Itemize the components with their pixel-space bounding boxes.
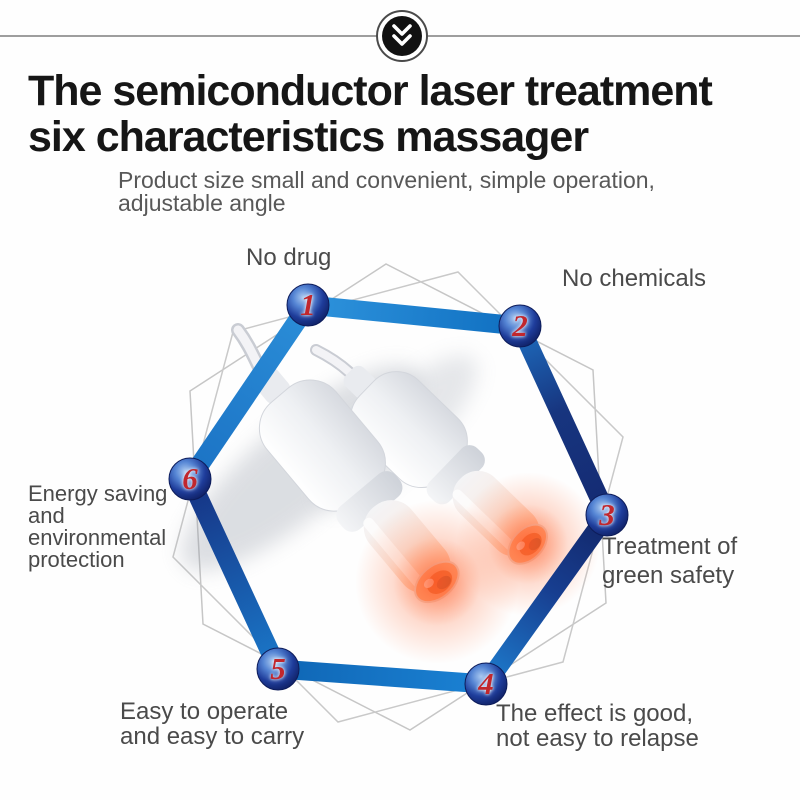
band-2-3 [511,322,616,519]
gray-outline-hexagon-b [172,271,624,723]
band-1-2 [307,295,521,336]
chevron-glyphs [392,24,412,46]
node-number-6: 6 [182,461,198,496]
label-line: and easy to carry [120,723,305,750]
label-line: No chemicals [562,265,707,292]
label-line: Easy to operate [120,698,289,725]
node-label-no-drug: No drug [246,245,331,270]
subtitle-line-1: Product size small and convenient, simpl… [118,167,655,193]
node-label-treatment: Treatment of green safety [602,532,737,590]
product-photo [181,323,600,664]
node-sphere-2 [498,304,542,348]
node-label-no-chemicals: No chemicals [562,266,706,291]
label-line: and [28,503,65,528]
node-spheres [168,283,629,706]
label-line: not easy to relapse [496,725,699,752]
title-line-2: six characteristics massager [28,113,589,161]
hexagon-bands [181,295,616,694]
laser-glow-right [488,504,568,584]
node-number-3: 3 [599,497,615,532]
node-number-5: 5 [270,651,286,686]
node-sphere-3 [585,493,629,537]
page-title: The semiconductor laser treatment six ch… [28,67,713,161]
node-sphere-1 [286,283,330,327]
node-label-effect: The effect is good, not easy to relapse [496,701,699,751]
node-sphere-4 [464,662,508,706]
node-label-energy: Energy saving and environmental protecti… [28,483,167,571]
power-cable [312,346,353,376]
node-label-easy: Easy to operate and easy to carry [120,699,304,749]
node-number-2: 2 [512,308,528,343]
label-line: Treatment of [602,533,738,560]
label-line: No drug [246,244,332,271]
band-6-1 [182,299,316,485]
gray-outline-hexagon-a [189,263,607,731]
band-4-5 [277,659,487,694]
subtitle: Product size small and convenient, simpl… [118,169,655,215]
double-chevron-down-icon [376,10,428,62]
label-line: Energy saving [28,481,168,506]
band-3-4 [478,509,615,690]
icon-disc [382,16,422,56]
node-number-4: 4 [478,666,494,701]
subtitle-line-2: adjustable angle [118,190,286,216]
node-sphere-6 [168,457,212,501]
label-line: green safety [602,562,735,589]
node-sphere-5 [256,647,300,691]
band-5-6 [181,475,287,673]
node-number-1: 1 [300,287,316,322]
label-line: environmental [28,525,167,550]
title-line-1: The semiconductor laser treatment [28,67,713,115]
label-line: The effect is good, [496,700,694,727]
label-line: protection [28,547,125,572]
